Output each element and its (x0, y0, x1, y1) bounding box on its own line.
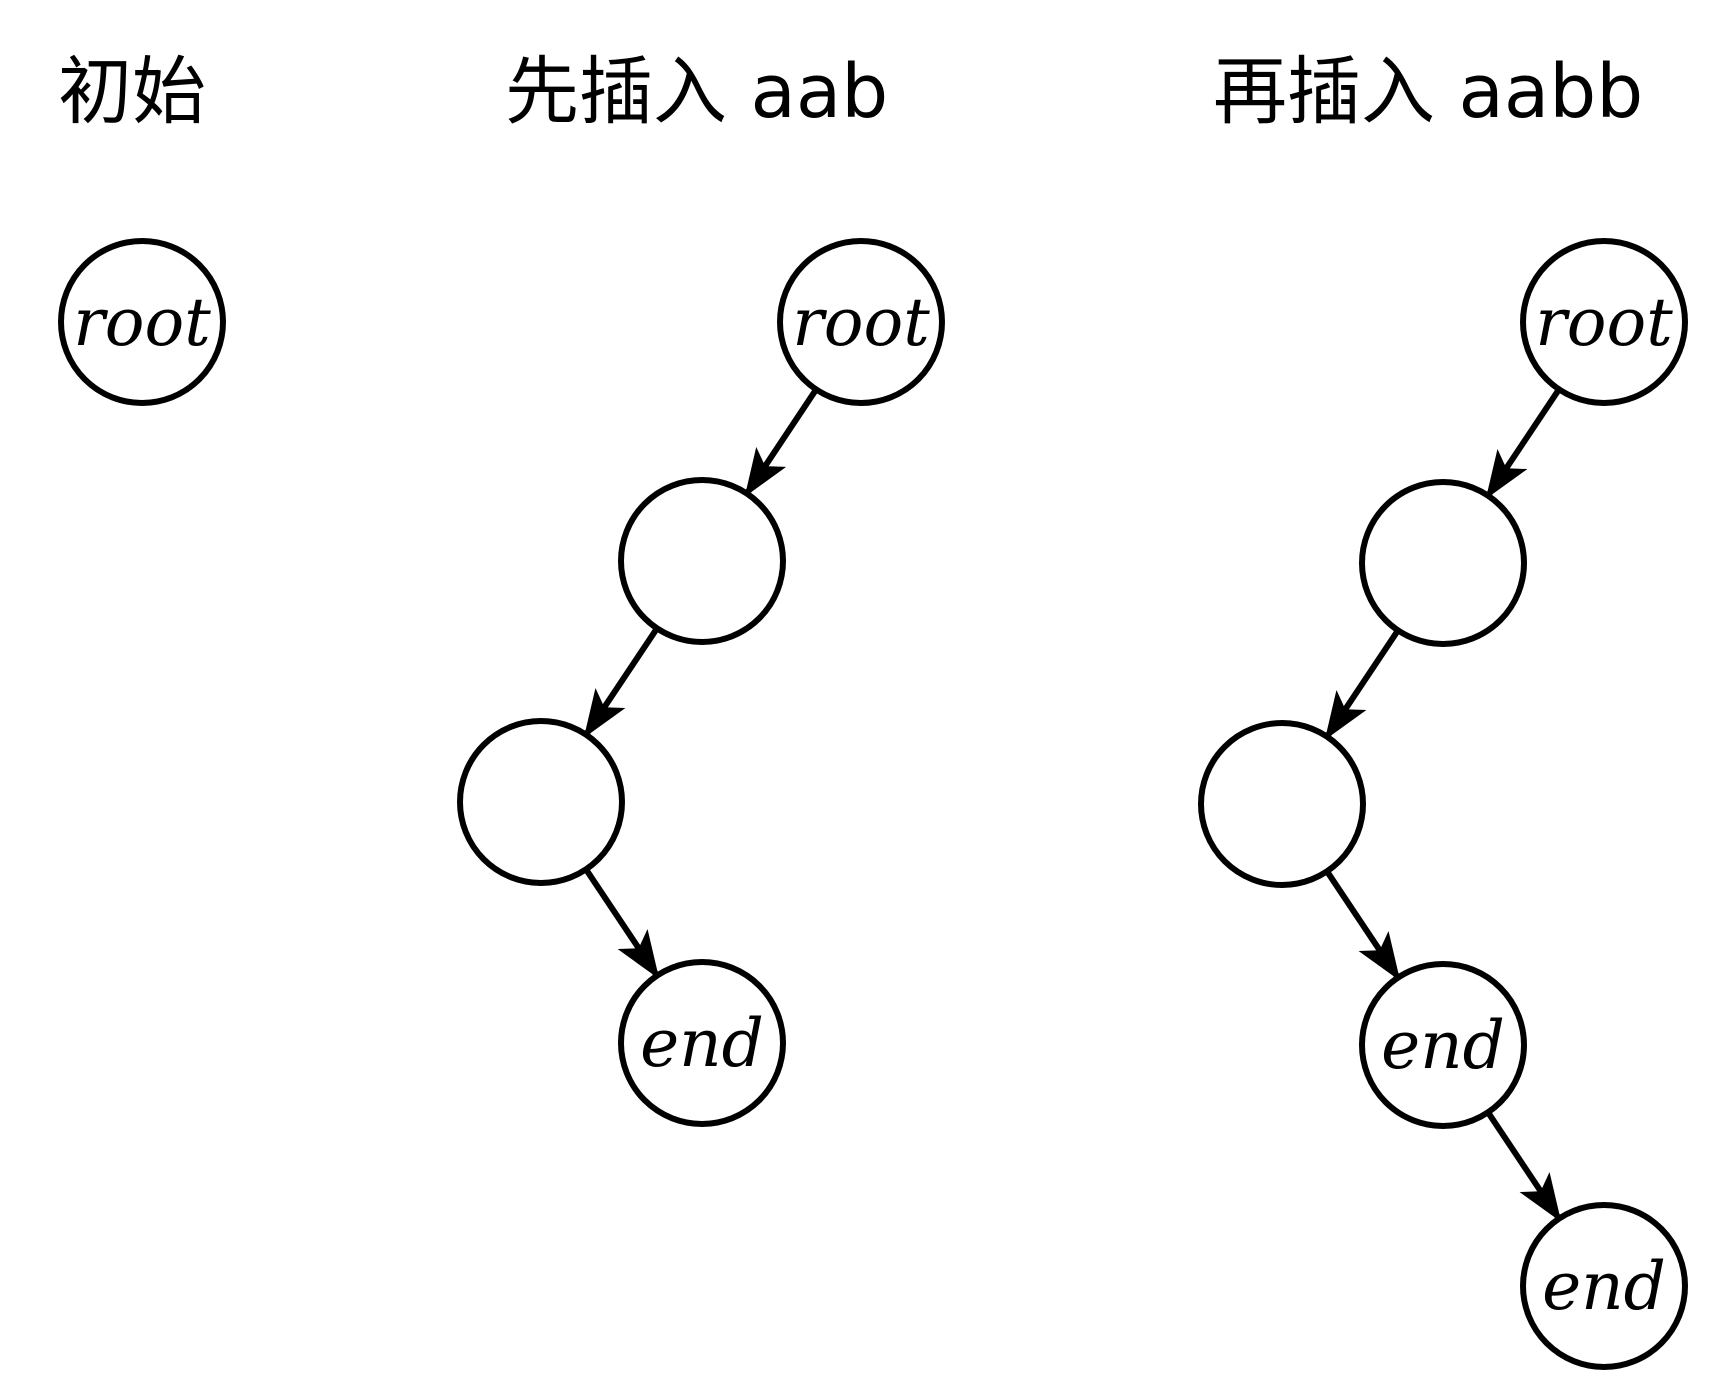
node-root (1520, 238, 1688, 406)
node-label: root (73, 284, 211, 361)
node-empty (1198, 720, 1366, 888)
node-empty (457, 718, 625, 886)
edge-n2-to-end1 (1324, 869, 1401, 981)
column-title-initial: 初始 (58, 49, 206, 135)
node-label: root (792, 284, 930, 361)
node-empty (1359, 479, 1527, 647)
node-label: end (1381, 1007, 1505, 1084)
edge-root-to-n1 (744, 387, 819, 497)
edge-end1-to-end2 (1485, 1110, 1562, 1222)
tree-after-insert-aab: root end (457, 238, 945, 1127)
column-title-insert-aabb: 再插入 aabb (1213, 49, 1644, 135)
node-label: end (1542, 1248, 1666, 1325)
node-label: root (1535, 284, 1673, 361)
tree-initial: root (58, 238, 226, 406)
node-end (1359, 961, 1527, 1129)
edge-root-to-n1 (1485, 387, 1562, 499)
edge-n2-to-end (583, 867, 660, 979)
node-root (58, 238, 226, 406)
node-empty (618, 477, 786, 645)
node-end (618, 959, 786, 1127)
tree-after-insert-aabb: root end end (1198, 238, 1688, 1370)
node-end (1520, 1202, 1688, 1370)
node-root (777, 238, 945, 406)
column-title-insert-aab: 先插入 aab (505, 49, 889, 135)
edge-n1-to-n2 (583, 626, 660, 738)
node-label: end (640, 1005, 764, 1082)
edge-n1-to-n2 (1324, 628, 1401, 740)
